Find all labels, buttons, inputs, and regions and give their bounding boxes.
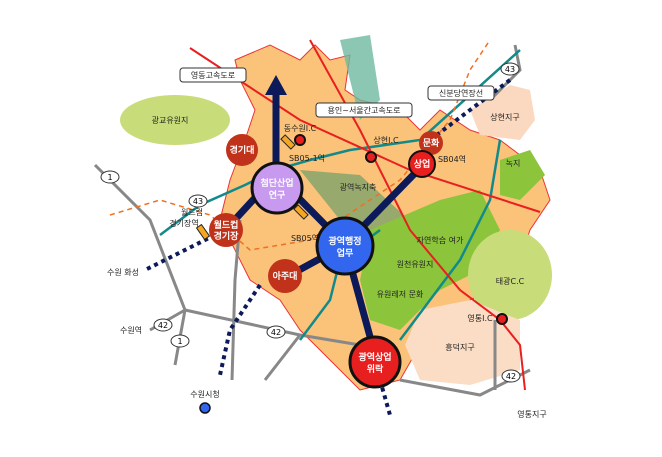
rail-extensions (144, 78, 512, 416)
sb05-station-icon (293, 204, 309, 220)
admin-node (315, 216, 375, 276)
suwon-hwaseong-label: 수원 화성 (107, 268, 139, 277)
yongin-seoul-expressway-label: 용인~서울간고속도로 (328, 105, 401, 115)
kyonggi-univ-node (226, 134, 258, 166)
sinbundang-extension-label: 신분당연장선 (439, 88, 483, 98)
sb04-station-label: SB04역 (438, 154, 466, 164)
svg-text:1: 1 (177, 337, 182, 346)
arrow-north-icon (265, 75, 287, 95)
yeongdong-expressway-label: 영동고속도로 (191, 70, 235, 80)
heungdeok-district-label: 흥덕지구 (445, 342, 474, 352)
sb05-station-label: SB05역 (291, 233, 319, 243)
yeongtong-ic-label: 영통I.C (467, 313, 493, 323)
suwon-city-hall-label: 수원시청 (190, 390, 219, 399)
woncheon-park-label: 원천유원지 (397, 259, 434, 269)
nature-leisure-label: 자연학습 여가 (417, 235, 464, 245)
admin-label-1: 광역행정 (328, 235, 361, 247)
world-cup-station-icon (195, 223, 211, 241)
sb05-1-station-icon (280, 134, 296, 150)
heungdeok-district-area (405, 300, 520, 385)
yeongtong-district-label: 영통지구 (517, 409, 546, 419)
svg-text:43: 43 (193, 197, 203, 206)
suwon-station-label: 수원역 (120, 325, 142, 335)
route-badges: 1 43 42 1 42 43 42 (100, 62, 521, 383)
commerce-label: 상업 (414, 158, 431, 170)
resort-culture-label: 유원레저 문화 (377, 290, 424, 299)
sanghyeon-district-label: 상현지구 (490, 112, 519, 122)
svg-text:42: 42 (506, 372, 516, 381)
dongsuwon-ic-icon (294, 134, 306, 146)
svg-text:43: 43 (505, 65, 515, 74)
sanghyeon-ic-label: 상현I.C (373, 135, 399, 145)
commerce-leisure-label-1: 광역상업 (358, 351, 391, 363)
world-cup-stadium-label-1: 월드컵 (214, 219, 239, 231)
green-area (500, 150, 545, 200)
gwanggyo-park-label: 광교유원지 (152, 115, 189, 125)
expressways (189, 39, 541, 391)
commerce-leisure-label-2: 위락 (367, 363, 384, 375)
sanghyeon-ic-icon (365, 151, 377, 163)
svg-text:42: 42 (271, 328, 281, 337)
commerce-leisure-node (348, 335, 402, 389)
green-label: 녹지 (506, 159, 521, 168)
suwon-city-hall-icon (199, 402, 211, 414)
green-axis-area (340, 35, 380, 120)
world-cup-station-label-2: 경기장역 (169, 218, 198, 228)
culture-node (419, 131, 443, 155)
svg-text:1: 1 (107, 173, 112, 182)
sb05-1-station-label: SB05-1역 (289, 153, 325, 163)
svg-text:42: 42 (158, 321, 168, 330)
world-cup-stadium-label-2: 경기장 (214, 230, 240, 242)
high-tech-label-1: 첨단산업 (260, 177, 293, 189)
high-tech-node (250, 161, 304, 215)
taegwang-cc-label: 태광C.C (496, 276, 525, 286)
nature-leisure-area (360, 190, 500, 330)
commerce-node (408, 150, 436, 178)
admin-label-2: 업무 (337, 247, 354, 259)
ajou-univ-label: 아주대 (273, 270, 298, 282)
world-cup-station-label-1: 월드컵 (181, 207, 203, 217)
green-axis-label: 광역녹지축 (340, 182, 377, 192)
high-tech-label-2: 연구 (269, 190, 286, 201)
dongsuwon-ic-label: 동수원I.C (284, 124, 317, 133)
culture-label: 문화 (423, 137, 440, 149)
gwanggyo-park-area (120, 95, 230, 145)
yeongtong-ic-icon (496, 313, 508, 325)
planned-rail-dashed (109, 39, 491, 251)
sanghyeon-district-area (470, 85, 535, 140)
taegwang-cc-area (468, 230, 552, 320)
world-cup-stadium-node (209, 213, 243, 247)
kyonggi-univ-label: 경기대 (230, 144, 255, 156)
ajou-univ-node (268, 259, 302, 293)
